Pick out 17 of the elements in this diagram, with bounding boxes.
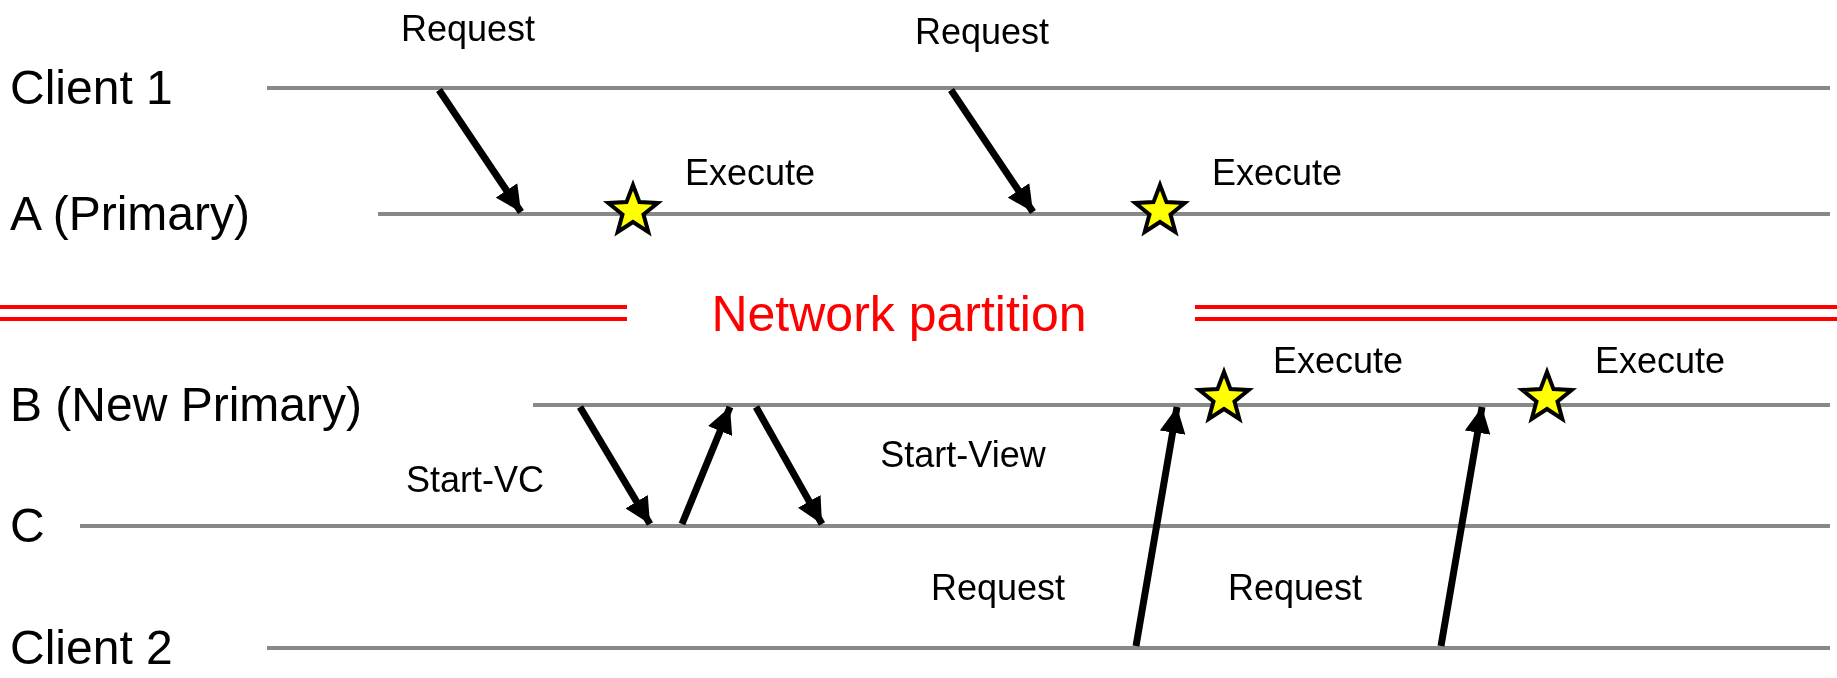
arrow xyxy=(1437,406,1491,647)
lane-label: Client 2 xyxy=(10,624,173,672)
event-label: Execute xyxy=(684,155,816,191)
arrow xyxy=(948,88,1036,214)
arrow xyxy=(1132,406,1186,647)
arrow xyxy=(678,405,734,526)
arrow xyxy=(752,405,826,526)
event-label: Execute xyxy=(1211,155,1343,191)
event-label: Execute xyxy=(1272,343,1404,379)
lane-label: Client 1 xyxy=(10,64,173,112)
lane-label: A (Primary) xyxy=(10,190,250,238)
partition-label: Network partition xyxy=(711,289,1087,339)
lane-label: B (New Primary) xyxy=(10,381,362,429)
event-label: Execute xyxy=(1594,343,1726,379)
arrow xyxy=(577,405,653,526)
arrow xyxy=(436,88,524,214)
lane-label: C xyxy=(10,502,45,550)
